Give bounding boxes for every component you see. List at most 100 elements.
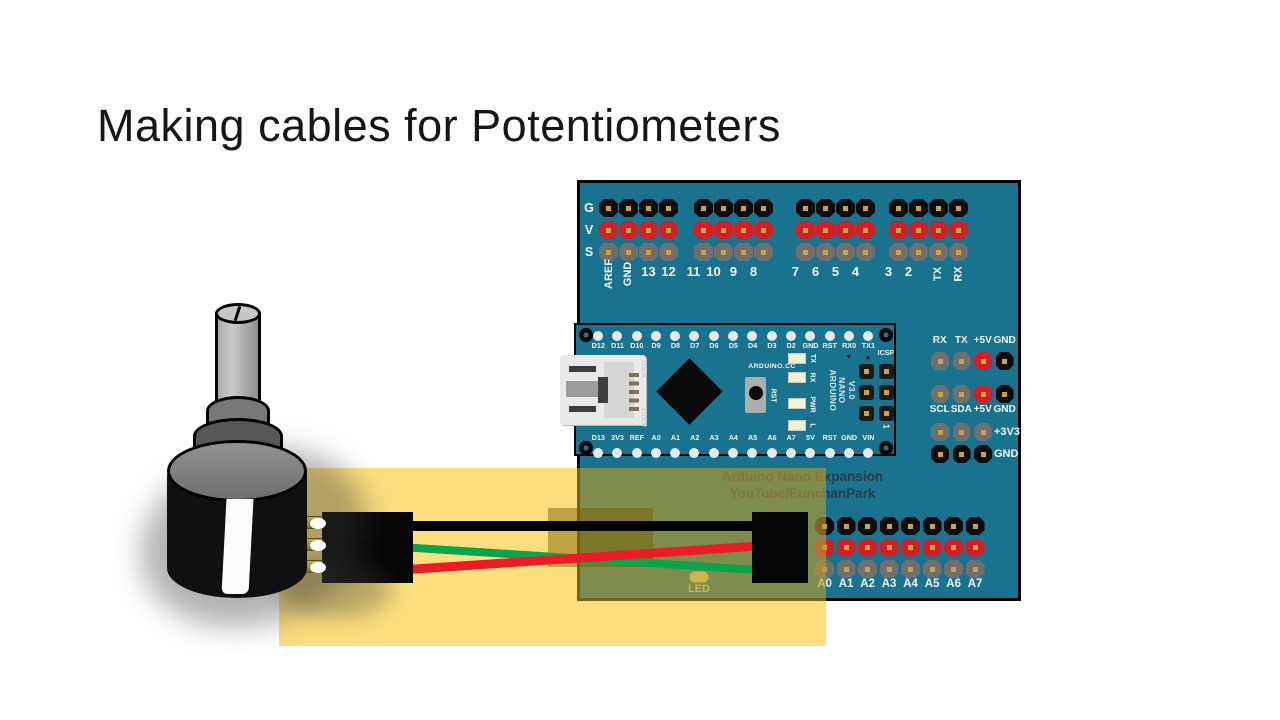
pin-label: D7	[690, 340, 700, 350]
pin-label: TX1	[861, 340, 875, 350]
pin-row	[796, 243, 875, 261]
pin-row	[599, 199, 678, 217]
pin-label: D3	[767, 340, 777, 350]
tx-led	[788, 353, 806, 364]
pin-label: A1	[670, 433, 681, 442]
pin-label: 5V	[806, 433, 815, 442]
pin-label: 12	[661, 264, 676, 279]
pin-label: 3V3	[611, 433, 624, 442]
label-3v3: +3V3	[994, 426, 1020, 438]
potentiometer-stripe	[221, 499, 254, 594]
pin-row	[796, 221, 875, 239]
pin-label: D5	[728, 340, 738, 350]
pin-label: A7	[786, 433, 796, 442]
label-gnd: GND	[994, 448, 1019, 460]
icsp-pin-row	[859, 406, 894, 421]
pin-label: D2	[786, 340, 796, 350]
pin-label: GND	[993, 404, 1016, 415]
pin-row	[694, 199, 773, 217]
pin-label: A6	[946, 578, 961, 590]
pin-label: GND	[802, 340, 819, 350]
pin-label: 5	[831, 264, 840, 279]
rx0-triangle-icon: ▼	[845, 354, 853, 361]
pin-label: +5V	[973, 404, 992, 415]
pin-label: A4	[903, 578, 918, 590]
pin-row	[889, 221, 968, 239]
row-label: V	[584, 223, 594, 237]
pin-row	[815, 538, 985, 557]
pin-label: A2	[860, 578, 875, 590]
pin-label: A5	[748, 433, 758, 442]
pin-label: 2	[904, 264, 913, 279]
potentiometer-pin-tip	[310, 562, 326, 573]
pin-label: D10	[630, 340, 644, 350]
cable-connector-left	[322, 512, 413, 583]
pin-label: RST	[822, 433, 837, 442]
mount-hole	[879, 441, 893, 455]
row-label: G	[584, 201, 594, 215]
pin-label: 10	[706, 264, 721, 279]
pin-label: A1	[838, 578, 854, 590]
pin-label: RST	[822, 340, 837, 350]
pin-label: REF	[629, 433, 645, 442]
mount-hole	[579, 328, 593, 342]
pin-label: D11	[611, 340, 624, 350]
pin-label: 4	[851, 264, 860, 279]
pin-row	[931, 445, 992, 463]
nano-bottom-pin-holes	[593, 448, 874, 458]
l-led	[788, 420, 806, 431]
rx-led	[788, 372, 806, 383]
pin-label: A6	[767, 433, 777, 442]
pin-label: SDA	[950, 404, 972, 415]
pin-row	[599, 243, 678, 261]
pin-label: D6	[709, 340, 719, 350]
pin-label: A0	[651, 433, 661, 442]
pin-row	[694, 243, 773, 261]
pin-row	[796, 199, 875, 217]
pin-label: A3	[709, 433, 719, 442]
pin-row	[931, 385, 1014, 403]
pin-label: D13	[591, 433, 605, 442]
potentiometer-cap	[167, 440, 307, 502]
mount-hole	[879, 328, 893, 342]
icsp-pin-row	[859, 364, 894, 379]
reset-button-dot	[749, 386, 763, 400]
pin-label: 6	[811, 264, 820, 279]
pin-label: 11	[686, 264, 701, 279]
pin-label: VIN	[862, 433, 875, 442]
pin-label: GND	[841, 433, 858, 442]
pin-label: RX	[932, 335, 947, 346]
brand-text: ARDUINO.CC	[748, 363, 796, 370]
pin-label: A3	[881, 578, 897, 590]
highlight-yellow-bottom	[577, 601, 826, 646]
pwr-led	[788, 398, 806, 409]
potentiometer-pin-tip	[310, 540, 326, 551]
pin-row	[694, 221, 773, 239]
pin-label: A7	[967, 578, 983, 590]
wire-red	[395, 539, 794, 575]
pin-label: D12	[591, 340, 605, 350]
pin-row	[889, 243, 968, 261]
pin-row	[931, 352, 1014, 370]
cable-connector-right	[752, 512, 808, 583]
row-label: S	[584, 245, 594, 259]
potentiometer-shaft	[215, 312, 261, 412]
pin-row	[815, 560, 985, 578]
tx1-triangle-icon: ▲	[864, 354, 872, 361]
pin-label: A2	[690, 433, 700, 442]
pin-label: A5	[924, 578, 940, 590]
icsp-label: ICSP	[877, 350, 894, 357]
pin-label: 7	[791, 264, 800, 279]
pin-row	[889, 199, 968, 217]
pin-label: 8	[749, 264, 758, 279]
